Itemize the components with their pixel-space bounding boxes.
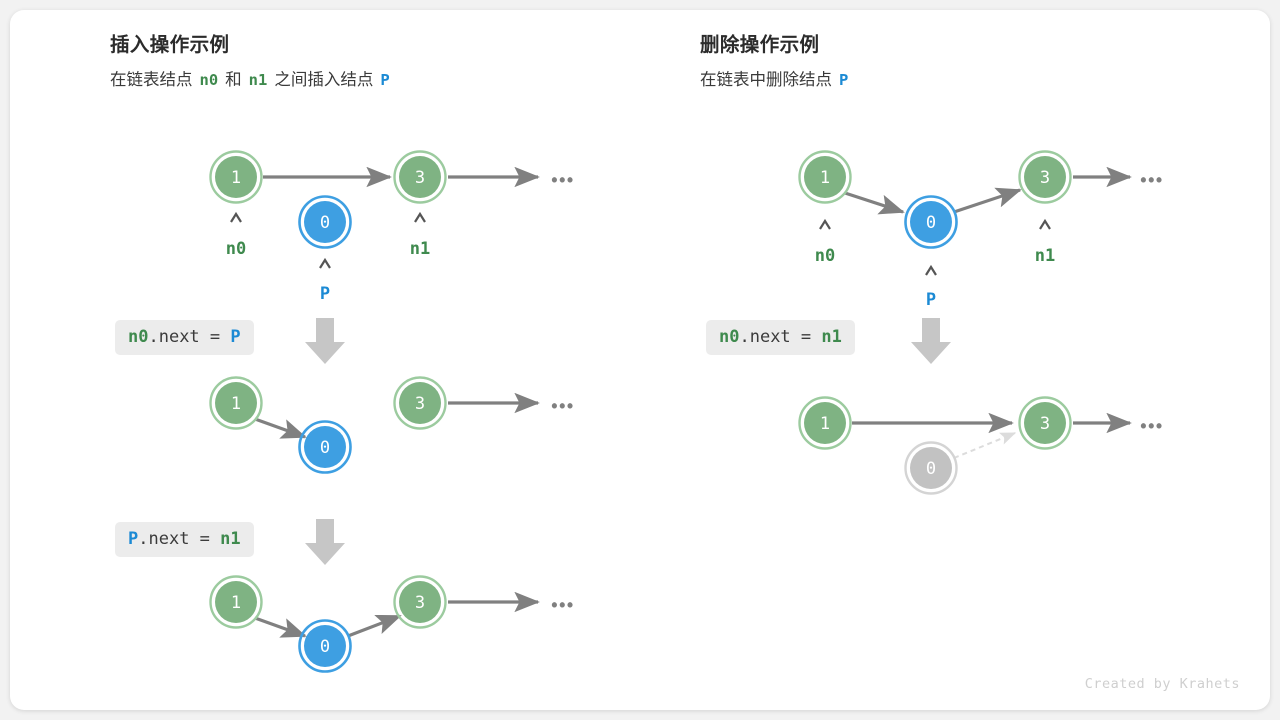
code-token-next-assign: .next = [138,529,221,549]
subtitle-token-p: P [380,71,390,89]
diagram-card [10,10,1270,710]
delete-panel-title: 删除操作示例 [700,34,820,56]
subtitle-text-3: 之间插入结点 [274,71,374,89]
credit-text: Created by Krahets [1084,676,1240,692]
code-token-n1: n1 [220,529,241,549]
insert-panel-subtitle: 在链表结点 n0 和 n1 之间插入结点 P [110,66,390,94]
code-chip-n0-next-eq-p: n0.next = P [115,320,254,355]
code-token-n0: n0 [719,327,740,347]
code-token-n1: n1 [821,327,842,347]
subtitle-text-2: 和 [225,71,242,89]
subtitle-token-p: P [839,71,849,89]
code-token-next-assign: .next = [739,327,822,347]
delete-panel: 删除操作示例 在链表中删除结点 P [700,30,848,94]
code-token-p: P [230,327,241,347]
subtitle-text-1: 在链表中删除结点 [700,71,832,89]
code-token-p: P [128,529,139,549]
delete-panel-subtitle: 在链表中删除结点 P [700,66,848,94]
subtitle-token-n1: n1 [248,71,268,89]
insert-panel: 插入操作示例 在链表结点 n0 和 n1 之间插入结点 P [110,30,390,94]
subtitle-text-1: 在链表结点 [110,71,193,89]
code-chip-p-next-eq-n1: P.next = n1 [115,522,254,557]
code-token-n0: n0 [128,327,149,347]
code-token-next-assign: .next = [148,327,231,347]
insert-panel-title: 插入操作示例 [110,34,230,56]
subtitle-token-n0: n0 [199,71,219,89]
code-chip-n0-next-eq-n1: n0.next = n1 [706,320,855,355]
